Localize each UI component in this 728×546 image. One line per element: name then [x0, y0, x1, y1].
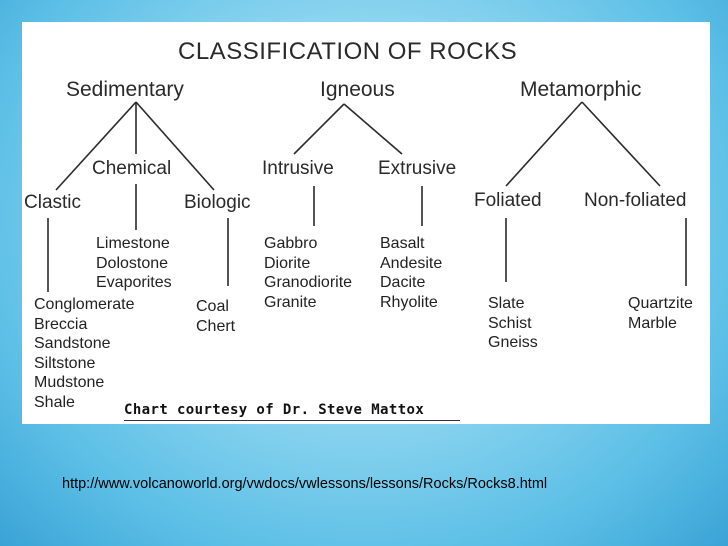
list-item: Gneiss	[488, 334, 538, 351]
node-non-foliated: Non-foliated	[584, 190, 687, 211]
list-item: Granite	[264, 293, 317, 311]
node-clastic: Clastic	[24, 192, 82, 213]
list-item: Shale	[34, 393, 75, 411]
list-item: Coal	[196, 298, 229, 315]
credit-underline	[124, 420, 460, 421]
connector-sedimentary-clastic	[55, 101, 137, 191]
list-extrusive: Basalt Andesite Dacite Rhyolite	[380, 234, 442, 312]
list-biologic: Coal Chert	[196, 297, 235, 336]
list-item: Breccia	[34, 315, 88, 333]
list-item: Schist	[488, 314, 532, 332]
source-url[interactable]: http://www.volcanoworld.org/vwdocs/vwles…	[62, 476, 548, 492]
node-extrusive: Extrusive	[378, 158, 457, 179]
list-item: Andesite	[380, 254, 443, 272]
list-item: Granodiorite	[264, 274, 353, 291]
list-item: Evaporites	[96, 274, 172, 291]
connector-igneous-extrusive	[343, 103, 403, 155]
node-foliated: Foliated	[474, 190, 542, 211]
list-item: Basalt	[380, 235, 425, 252]
diagram-title: CLASSIFICATION OF ROCKS	[178, 38, 518, 65]
node-biologic: Biologic	[184, 192, 251, 213]
list-item: Chert	[196, 317, 236, 335]
node-metamorphic: Metamorphic	[520, 78, 642, 101]
connector-metamorphic-nonfoliated	[581, 101, 661, 187]
connector-sedimentary-biologic	[135, 101, 215, 191]
slide-panel: CLASSIFICATION OF ROCKS Sedimentary Igne…	[22, 22, 710, 424]
tree-connectors	[47, 101, 687, 292]
list-item: Dolostone	[96, 254, 169, 272]
list-clastic: Conglomerate Breccia Sandstone Siltstone…	[34, 295, 135, 412]
node-sedimentary: Sedimentary	[66, 78, 184, 101]
list-item: Conglomerate	[34, 296, 135, 313]
list-item: Slate	[488, 295, 525, 312]
list-item: Rhyolite	[380, 293, 438, 311]
list-item: Limestone	[96, 235, 170, 252]
list-item: Mudstone	[34, 374, 105, 391]
list-item: Quartzite	[628, 295, 693, 312]
list-non-foliated: Quartzite Marble	[628, 294, 693, 333]
node-igneous: Igneous	[320, 78, 395, 101]
list-item: Siltstone	[34, 354, 96, 372]
list-item: Dacite	[380, 274, 426, 291]
list-item: Gabbro	[264, 235, 318, 252]
connector-metamorphic-foliated	[505, 101, 583, 187]
list-foliated: Slate Schist Gneiss	[488, 294, 538, 353]
node-intrusive: Intrusive	[262, 158, 334, 179]
list-item: Marble	[628, 314, 677, 332]
list-item: Diorite	[264, 254, 311, 272]
list-chemical: Limestone Dolostone Evaporites	[96, 234, 172, 293]
node-chemical: Chemical	[92, 158, 172, 179]
list-item: Sandstone	[34, 335, 111, 352]
chart-credit: Chart courtesy of Dr. Steve Mattox	[124, 402, 425, 418]
list-intrusive: Gabbro Diorite Granodiorite Granite	[264, 234, 352, 312]
connector-igneous-intrusive	[293, 103, 345, 155]
